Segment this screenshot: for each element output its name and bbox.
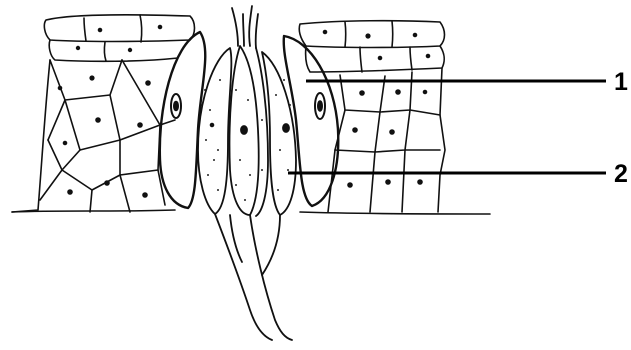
cytoplasm-granules	[204, 79, 291, 201]
label-2: 2	[614, 160, 628, 188]
label-1: 1	[614, 68, 628, 96]
right-epithelium	[299, 21, 490, 214]
supporting-cells	[160, 32, 338, 208]
label-1-group: 1	[306, 68, 628, 96]
label-2-group: 2	[288, 160, 628, 188]
left-epithelium	[12, 15, 195, 212]
taste-cells	[198, 6, 296, 340]
